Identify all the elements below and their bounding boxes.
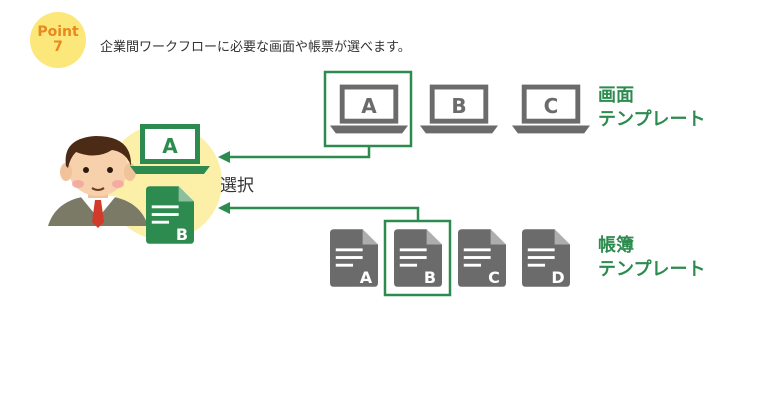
user-selected-form-letter: B [176, 225, 188, 244]
point-badge-number: 7 [53, 39, 63, 55]
form-selection-arrow [218, 202, 420, 221]
screen-template-b-letter: B [451, 94, 466, 118]
screen-templates-label: 画面 テンプレート [598, 84, 705, 133]
screen-template-a: A [330, 84, 408, 134]
headline: 企業間ワークフローに必要な画面や帳票が選べます。 [100, 40, 411, 55]
form-template-a: A [330, 229, 378, 287]
form-template-b: B [394, 229, 442, 287]
form-templates-label: 帳簿 テンプレート [598, 234, 705, 283]
user-selected-screen: A [130, 124, 210, 174]
form-templates-label-line1: 帳簿 [598, 235, 634, 256]
screen-template-c-letter: C [544, 94, 559, 118]
form-template-d-letter: D [551, 268, 564, 287]
screen-template-b: B [420, 84, 498, 134]
select-label: 選択 [220, 176, 254, 196]
point-badge: Point 7 [30, 12, 86, 68]
user-selected-form: B [146, 186, 194, 244]
form-template-c: C [458, 229, 506, 287]
form-template-selection-box [383, 219, 452, 297]
form-template-d: D [522, 229, 570, 287]
form-template-b-letter: B [424, 268, 436, 287]
point-badge-word: Point [37, 24, 79, 41]
screen-template-selection-box [323, 70, 413, 148]
screen-templates-label-line2: テンプレート [598, 109, 706, 131]
screen-template-a-letter: A [361, 94, 377, 118]
form-template-a-letter: A [360, 268, 373, 287]
form-template-c-letter: C [488, 268, 500, 287]
screen-templates-label-line1: 画面 [598, 85, 634, 106]
screen-template-c: C [512, 84, 590, 134]
person-avatar [48, 136, 148, 228]
form-templates-label-line2: テンプレート [598, 259, 706, 281]
user-selected-screen-letter: A [162, 134, 178, 158]
screen-selection-arrow [218, 146, 371, 163]
